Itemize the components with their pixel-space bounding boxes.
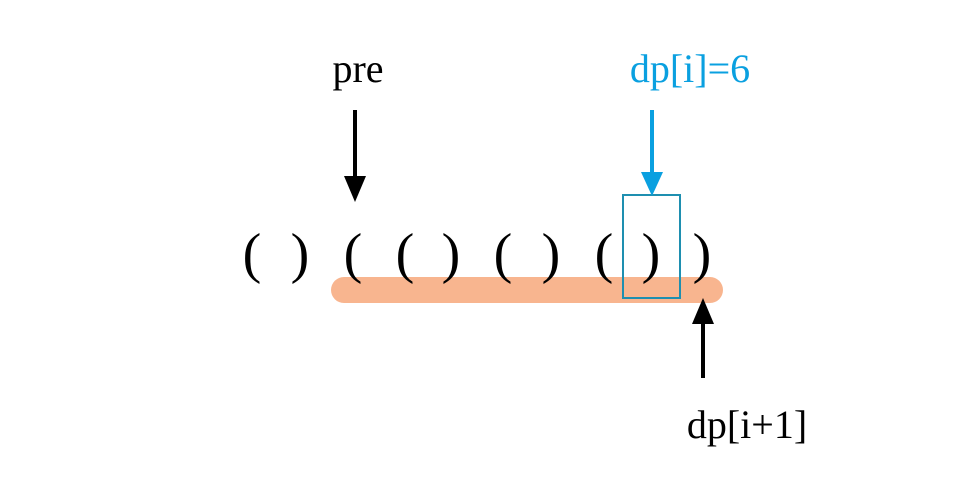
paren-char: ) (442, 223, 461, 285)
paren-char: ( (595, 223, 614, 285)
paren-char: ) (642, 223, 661, 285)
paren-char: ) (542, 223, 561, 285)
paren-char: ) (291, 223, 310, 285)
paren-char: ) (693, 223, 712, 285)
dp-i-arrow (641, 110, 663, 196)
paren-char: ( (396, 223, 415, 285)
paren-char: ( (243, 223, 262, 285)
dp-i-label: dp[i]=6 (630, 46, 750, 91)
dp-i-highlight-box (622, 194, 681, 299)
pre-arrow (344, 110, 366, 202)
paren-char: ( (494, 223, 513, 285)
paren-char: ( (344, 223, 363, 285)
paren-sequence: ( ) ( ( ) ( ) ( ) ) (243, 223, 712, 285)
dp-i-plus-1-label: dp[i+1] (687, 402, 807, 447)
pre-label: pre (332, 46, 383, 91)
dp-i-plus-1-arrow (692, 298, 714, 378)
